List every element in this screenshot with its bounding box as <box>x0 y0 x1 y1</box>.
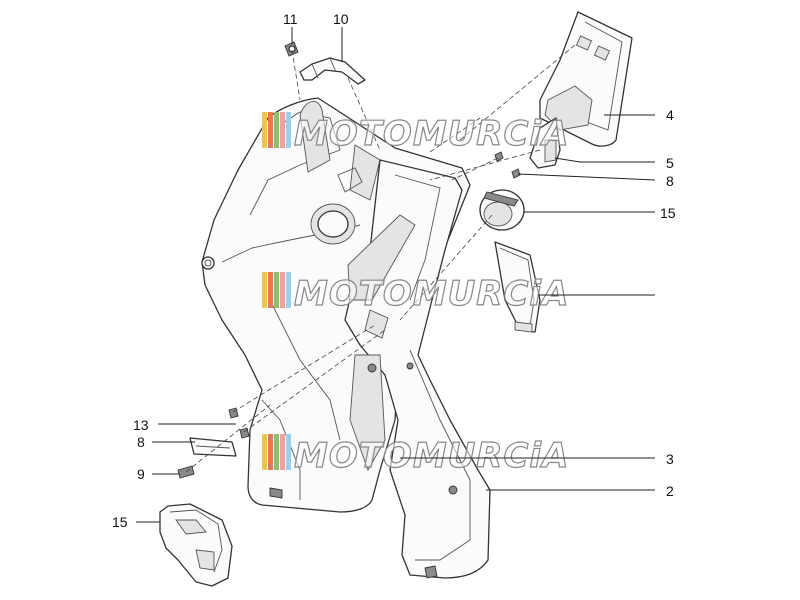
callout-label: 11 <box>283 11 298 27</box>
part-13-screws <box>228 407 250 439</box>
callout-11: 11 <box>283 11 298 44</box>
callout-label: 10 <box>333 11 349 27</box>
callout-2: 3 <box>400 451 674 467</box>
callout-label: 13 <box>133 417 149 433</box>
watermark-bottom: MOTOMURCiA <box>262 434 569 477</box>
assembly-lines <box>185 44 576 473</box>
callout-label: 15 <box>112 514 128 530</box>
callout-10: 10 <box>333 11 349 62</box>
callout-1: 2 <box>486 483 674 499</box>
callout-label: 15 <box>660 205 676 221</box>
part-4-bracket <box>529 117 561 169</box>
part-12-cap <box>479 189 525 231</box>
callout-5: 8 <box>517 173 674 189</box>
watermark-top: MOTOMURCiA <box>262 112 569 155</box>
watermark-text: MOTOMURCiA <box>294 114 569 154</box>
callout-3: 4 <box>604 107 674 123</box>
watermark-text: MOTOMURCiA <box>294 274 569 314</box>
callout-8: 8 <box>137 434 195 450</box>
callout-label: 9 <box>137 466 145 482</box>
part-11-screw <box>284 41 299 57</box>
part-10-clip <box>299 57 366 85</box>
callout-13: 13 <box>133 417 236 433</box>
part-14-flap <box>494 241 541 333</box>
part-5-screws <box>494 151 521 179</box>
callout-9: 9 <box>137 466 180 482</box>
watermark-middle: MOTOMURCiA <box>262 272 569 315</box>
part-8-plate <box>189 437 237 457</box>
callout-label: 3 <box>666 451 674 467</box>
callout-label: 4 <box>666 107 674 123</box>
watermark-text: MOTOMURCiA <box>294 436 569 476</box>
callout-15: 15 <box>112 514 160 530</box>
callout-4: 5 <box>554 155 674 171</box>
callout-label: 2 <box>666 483 674 499</box>
callout-label: 8 <box>137 434 145 450</box>
part-15-foam-block <box>159 503 233 587</box>
callout-label: 5 <box>666 155 674 171</box>
part-1-inner-panel <box>344 159 491 579</box>
callout-label: 8 <box>666 173 674 189</box>
callout-12: 15 <box>524 205 676 221</box>
